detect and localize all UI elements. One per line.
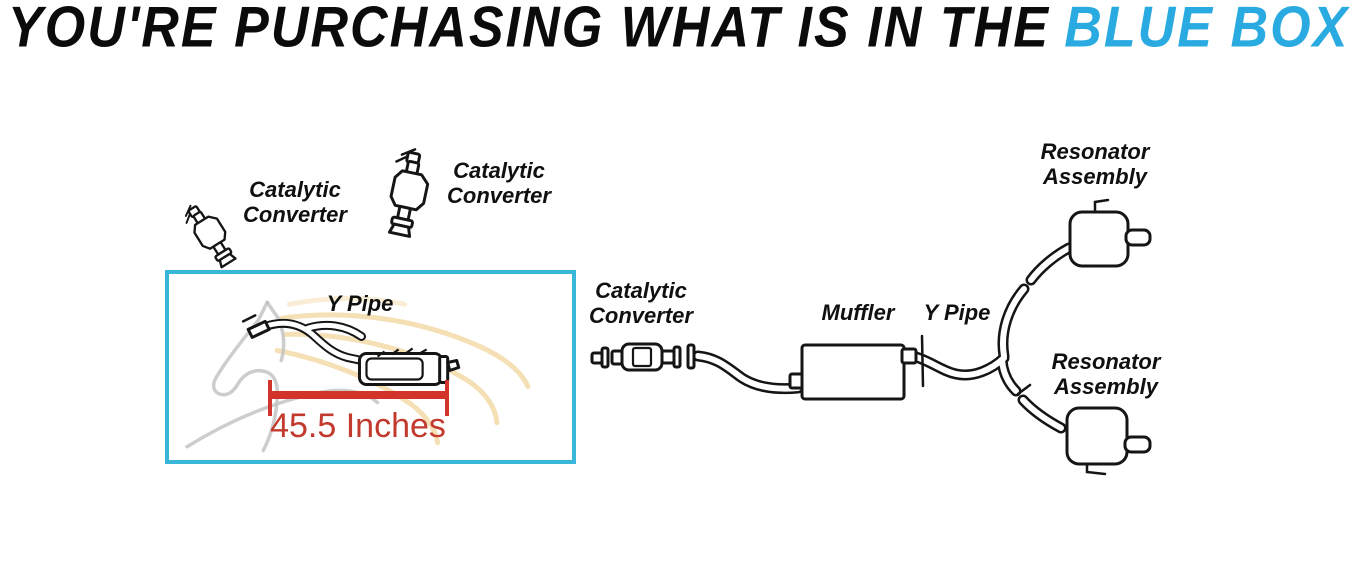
y-pipe-drawing [241, 314, 461, 387]
y-pipe-label: Y Pipe [923, 300, 991, 325]
label-line: Converter [243, 202, 347, 227]
resonator-assembly-label: Resonator Assembly [1052, 349, 1161, 399]
label-line: Assembly [1054, 374, 1158, 399]
catalytic-converter-label: Catalytic Converter [447, 158, 551, 208]
label-line: Catalytic [595, 278, 687, 303]
label-line: Converter [589, 303, 693, 328]
catalytic-converter-icon [178, 196, 242, 272]
label-line: Converter [447, 183, 551, 208]
resonator-icon [1068, 198, 1152, 268]
label-line: Assembly [1043, 164, 1147, 189]
dimension-value: 45.5 Inches [270, 407, 446, 445]
dimension-tick-right [445, 380, 449, 416]
catalytic-converter-icon [380, 144, 436, 240]
label-line: Catalytic [249, 177, 341, 202]
label-line: Resonator [1051, 349, 1161, 374]
exhaust-system-drawing [590, 198, 1152, 476]
muffler-label: Muffler [821, 300, 895, 325]
resonator-icon [1016, 383, 1152, 476]
muffler-icon [788, 334, 925, 401]
catalytic-converter-icon [590, 342, 696, 372]
catalytic-converter-label: Catalytic Converter [243, 177, 347, 227]
dimension-line [270, 391, 447, 399]
label-line: Resonator [1040, 139, 1150, 164]
banner-highlight-text: BLUE BOX [1064, 0, 1350, 59]
banner-main-text: YOU'RE PURCHASING WHAT IS IN THE [8, 0, 1050, 59]
y-pipe-label: Y Pipe [326, 291, 394, 316]
resonator-assembly-label: Resonator Assembly [1041, 139, 1150, 189]
label-line: Catalytic [453, 158, 545, 183]
catalytic-converter-label: Catalytic Converter [589, 278, 693, 328]
blue-box: Y Pipe 45.5 Inches [165, 270, 576, 464]
exhaust-pipes [692, 242, 1075, 434]
